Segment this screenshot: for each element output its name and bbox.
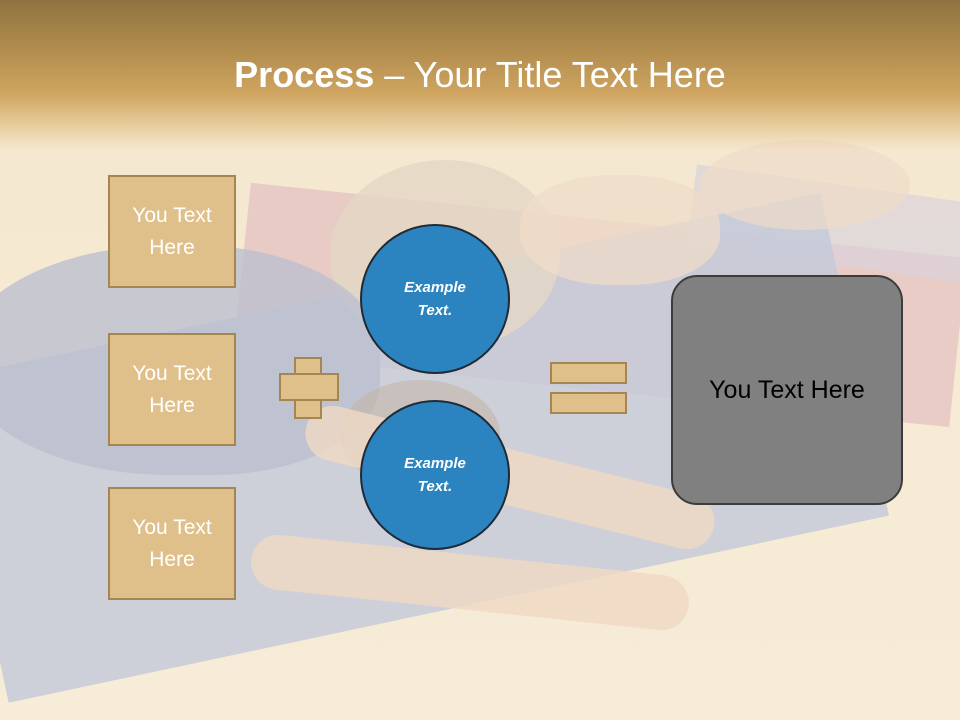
person-back: [520, 175, 720, 285]
result-box[interactable]: You Text Here: [671, 275, 903, 505]
title-dash: –: [374, 54, 414, 95]
input-box-line: Here: [149, 547, 195, 571]
input-box-line: You Text: [132, 361, 212, 385]
input-box-line: You Text: [132, 203, 212, 227]
circle-line: Text.: [417, 302, 453, 319]
equals-bar-top: [550, 362, 627, 384]
input-box-line: Here: [149, 235, 195, 259]
title-text: Your Title Text Here: [413, 54, 726, 95]
equals-bar-bottom: [550, 392, 627, 414]
slide-title: Process – Your Title Text Here: [0, 52, 960, 98]
title-bold: Process: [234, 54, 375, 95]
plus-sign-center: [296, 375, 320, 399]
result-text: You Text Here: [709, 375, 865, 404]
header-band: [0, 0, 960, 150]
circle-line: Example: [404, 279, 466, 296]
circle-line: Example: [404, 455, 466, 472]
input-box-line: Here: [149, 393, 195, 417]
person-back: [700, 140, 910, 230]
circle-line: Text.: [417, 478, 453, 495]
input-box-line: You Text: [132, 515, 212, 539]
